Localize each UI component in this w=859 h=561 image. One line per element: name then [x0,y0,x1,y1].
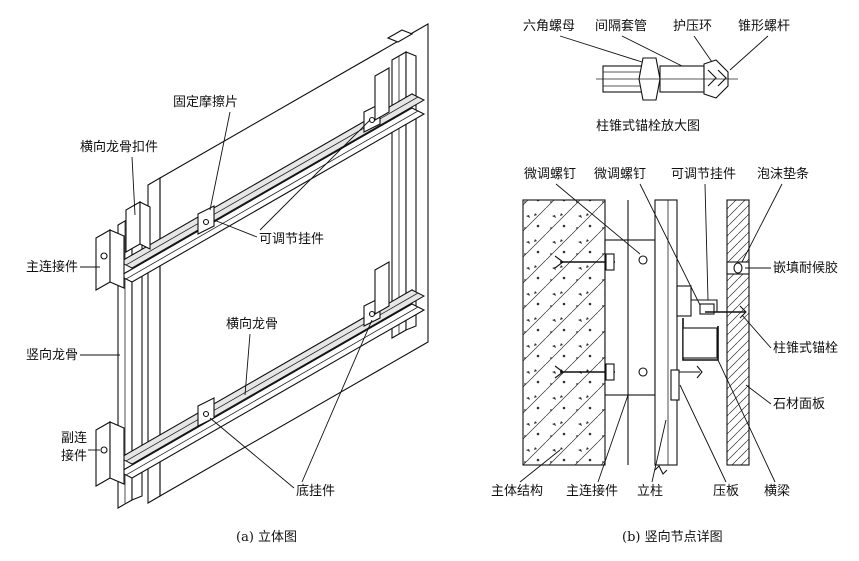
label-cross-beam: 横梁 [764,484,790,499]
label-stone-panel: 石材面板 [773,397,825,412]
label-pressure-ring: 护压环 [673,19,712,34]
leader-horizontal-keel-clip [131,156,136,216]
label-main-structure: 主体结构 [491,484,543,499]
leader-adjustable-hanger-a2 [259,119,371,231]
caption-b: (b) 竖向节点详图 [622,529,723,545]
label-press-plate: 压板 [713,484,739,499]
label-foam-strip: 泡沫垫条 [757,166,809,182]
label-cone-bolt: 锥形螺杆 [738,19,790,34]
upper-horizontal-keel [118,93,426,283]
leader-bottom-hanger-1 [209,417,295,489]
label-sealant: 嵌填耐候胶 [773,260,838,276]
view-a-3d: 固定摩擦片 横向龙骨扣件 可调节挂件 主连接件 横向龙骨 竖向龙骨 副连 接件 … [26,23,429,545]
leader-adjustable-hanger-a1 [213,219,258,238]
label-main-connector-b: 主连接件 [566,483,618,499]
leader-bottom-hanger-2 [301,319,373,483]
label-vertical-keel: 竖向龙骨 [26,347,78,363]
label-bottom-hanger: 底挂件 [296,483,335,499]
bolt-drawing [596,57,738,101]
stone-panel [726,199,750,466]
label-spacer-sleeve: 间隔套管 [595,18,647,34]
label-main-connector-a: 主连接件 [26,259,78,275]
view-b-section: 微调螺钉 微调螺钉 可调节挂件 泡沫垫条 嵌填耐候胶 柱锥式锚栓 石材面板 主体… [491,166,838,545]
hanger-assembly [670,285,747,401]
label-cone-anchor: 柱锥式锚栓 [773,341,838,356]
caption-a: (a) 立体图 [236,530,297,545]
label-secondary-connector-1: 副连 [61,430,87,446]
bolt-enlargement-title: 柱锥式锚栓放大图 [596,119,700,134]
label-fine-screw-2: 微调螺钉 [594,167,646,182]
label-hex-nut: 六角螺母 [523,19,575,34]
column-section [654,199,678,466]
panel-edge [147,177,161,504]
upper-clips [95,67,390,291]
label-adjustable-hanger-a: 可调节挂件 [259,232,324,247]
leader-fixed-friction-plate [209,111,231,211]
main-structure-concrete [522,199,606,466]
label-fine-screw-1: 微调螺钉 [524,167,576,182]
label-adjustable-hanger-b: 可调节挂件 [671,167,736,182]
leader-horizontal-keel [244,333,251,396]
label-horizontal-keel: 横向龙骨 [226,316,278,332]
lower-clips [95,261,390,487]
lower-horizontal-keel [118,289,426,479]
label-horizontal-keel-clip: 横向龙骨扣件 [80,139,158,155]
label-column: 立柱 [637,484,663,499]
label-secondary-connector-2: 接件 [61,448,87,464]
anchor-bolts [554,253,648,381]
label-fixed-friction-plate: 固定摩擦片 [173,94,238,110]
bolt-enlargement: 六角螺母 间隔套管 护压环 锥形螺杆 柱锥式锚栓放大图 [523,18,790,134]
